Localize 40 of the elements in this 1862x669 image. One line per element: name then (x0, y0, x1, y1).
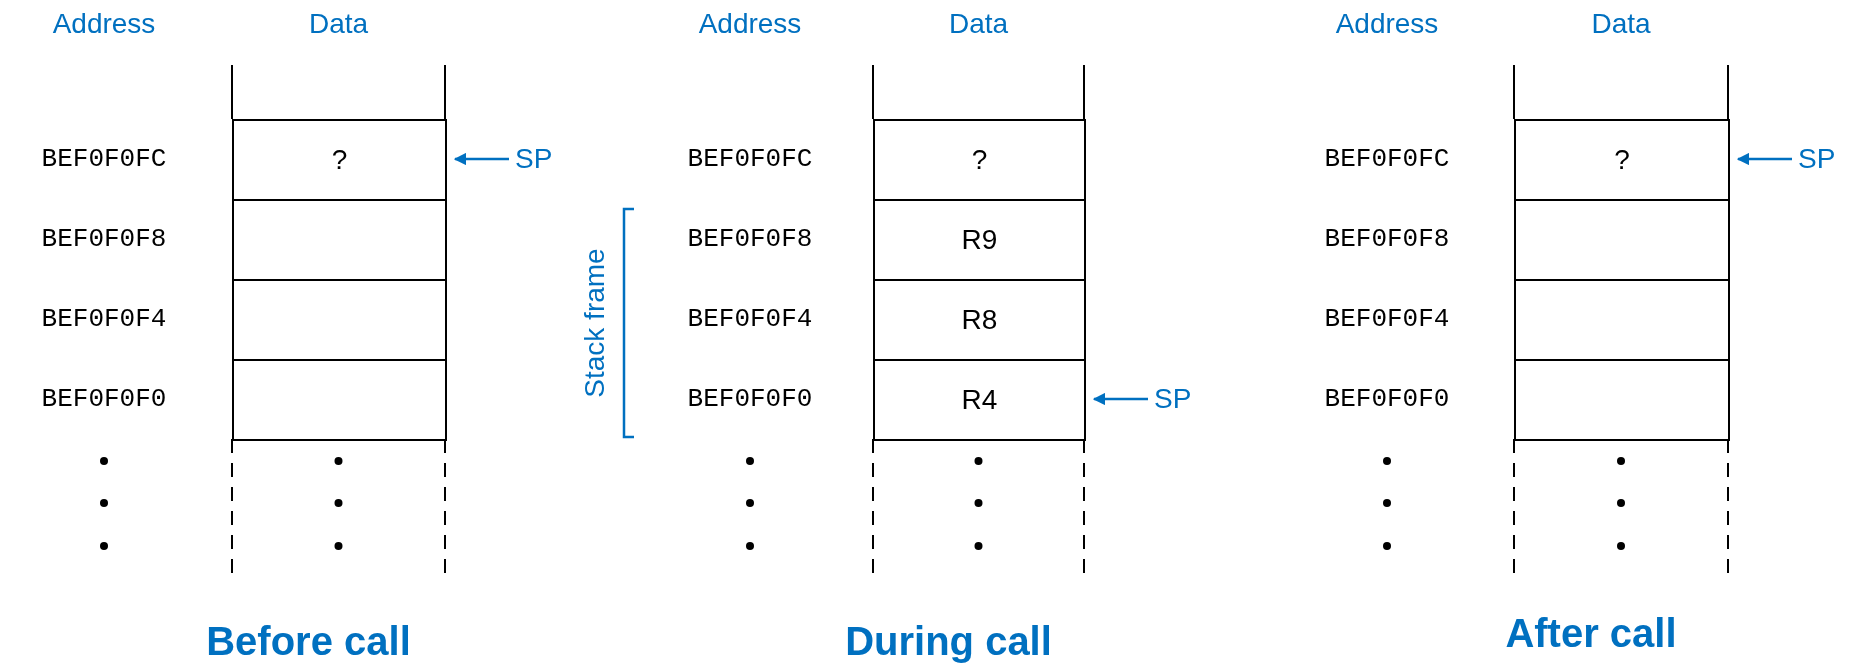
stack-pointer-label: SP (515, 143, 553, 175)
memory-cell: ? (232, 119, 447, 201)
empty-memory-cell (232, 279, 447, 361)
arrow (1736, 152, 1792, 166)
memory-cell: R4 (873, 359, 1086, 441)
address-label: BEF0F0FC (41, 144, 167, 174)
memory-cell: ? (873, 119, 1086, 201)
column-header: Data (948, 8, 1009, 40)
address-label: BEF0F0F0 (41, 384, 167, 414)
address-label: BEF0F0F8 (1324, 224, 1450, 254)
memory-cell: R9 (873, 199, 1086, 281)
column-header: Data (1591, 8, 1651, 40)
address-label: BEF0F0FC (687, 144, 813, 174)
panel-title: During call (845, 618, 1052, 664)
panel-title: Before call (206, 618, 411, 664)
empty-memory-cell (1514, 199, 1730, 281)
column-header: Address (52, 8, 156, 40)
address-label: BEF0F0FC (1324, 144, 1450, 174)
column-header: Address (698, 8, 802, 40)
panel-title: After call (1505, 610, 1677, 656)
address-label: BEF0F0F0 (687, 384, 813, 414)
address-label: BEF0F0F4 (1324, 304, 1450, 334)
memory-cell: R8 (873, 279, 1086, 361)
bracket-label: Stack frame (579, 248, 611, 398)
address-label: BEF0F0F4 (41, 304, 167, 334)
stack-pointer-label: SP (1154, 383, 1192, 415)
address-label: BEF0F0F8 (41, 224, 167, 254)
column-header: Data (308, 8, 369, 40)
column-header: Address (1335, 8, 1439, 40)
address-label: BEF0F0F0 (1324, 384, 1450, 414)
address-label: BEF0F0F8 (687, 224, 813, 254)
empty-memory-cell (1514, 279, 1730, 361)
empty-memory-cell (1514, 359, 1730, 441)
empty-memory-cell (232, 359, 447, 441)
stack-pointer-label: SP (1798, 143, 1836, 175)
empty-memory-cell (232, 199, 447, 281)
arrow (453, 152, 509, 166)
address-label: BEF0F0F4 (687, 304, 813, 334)
arrow (1092, 392, 1148, 406)
memory-cell: ? (1514, 119, 1730, 201)
